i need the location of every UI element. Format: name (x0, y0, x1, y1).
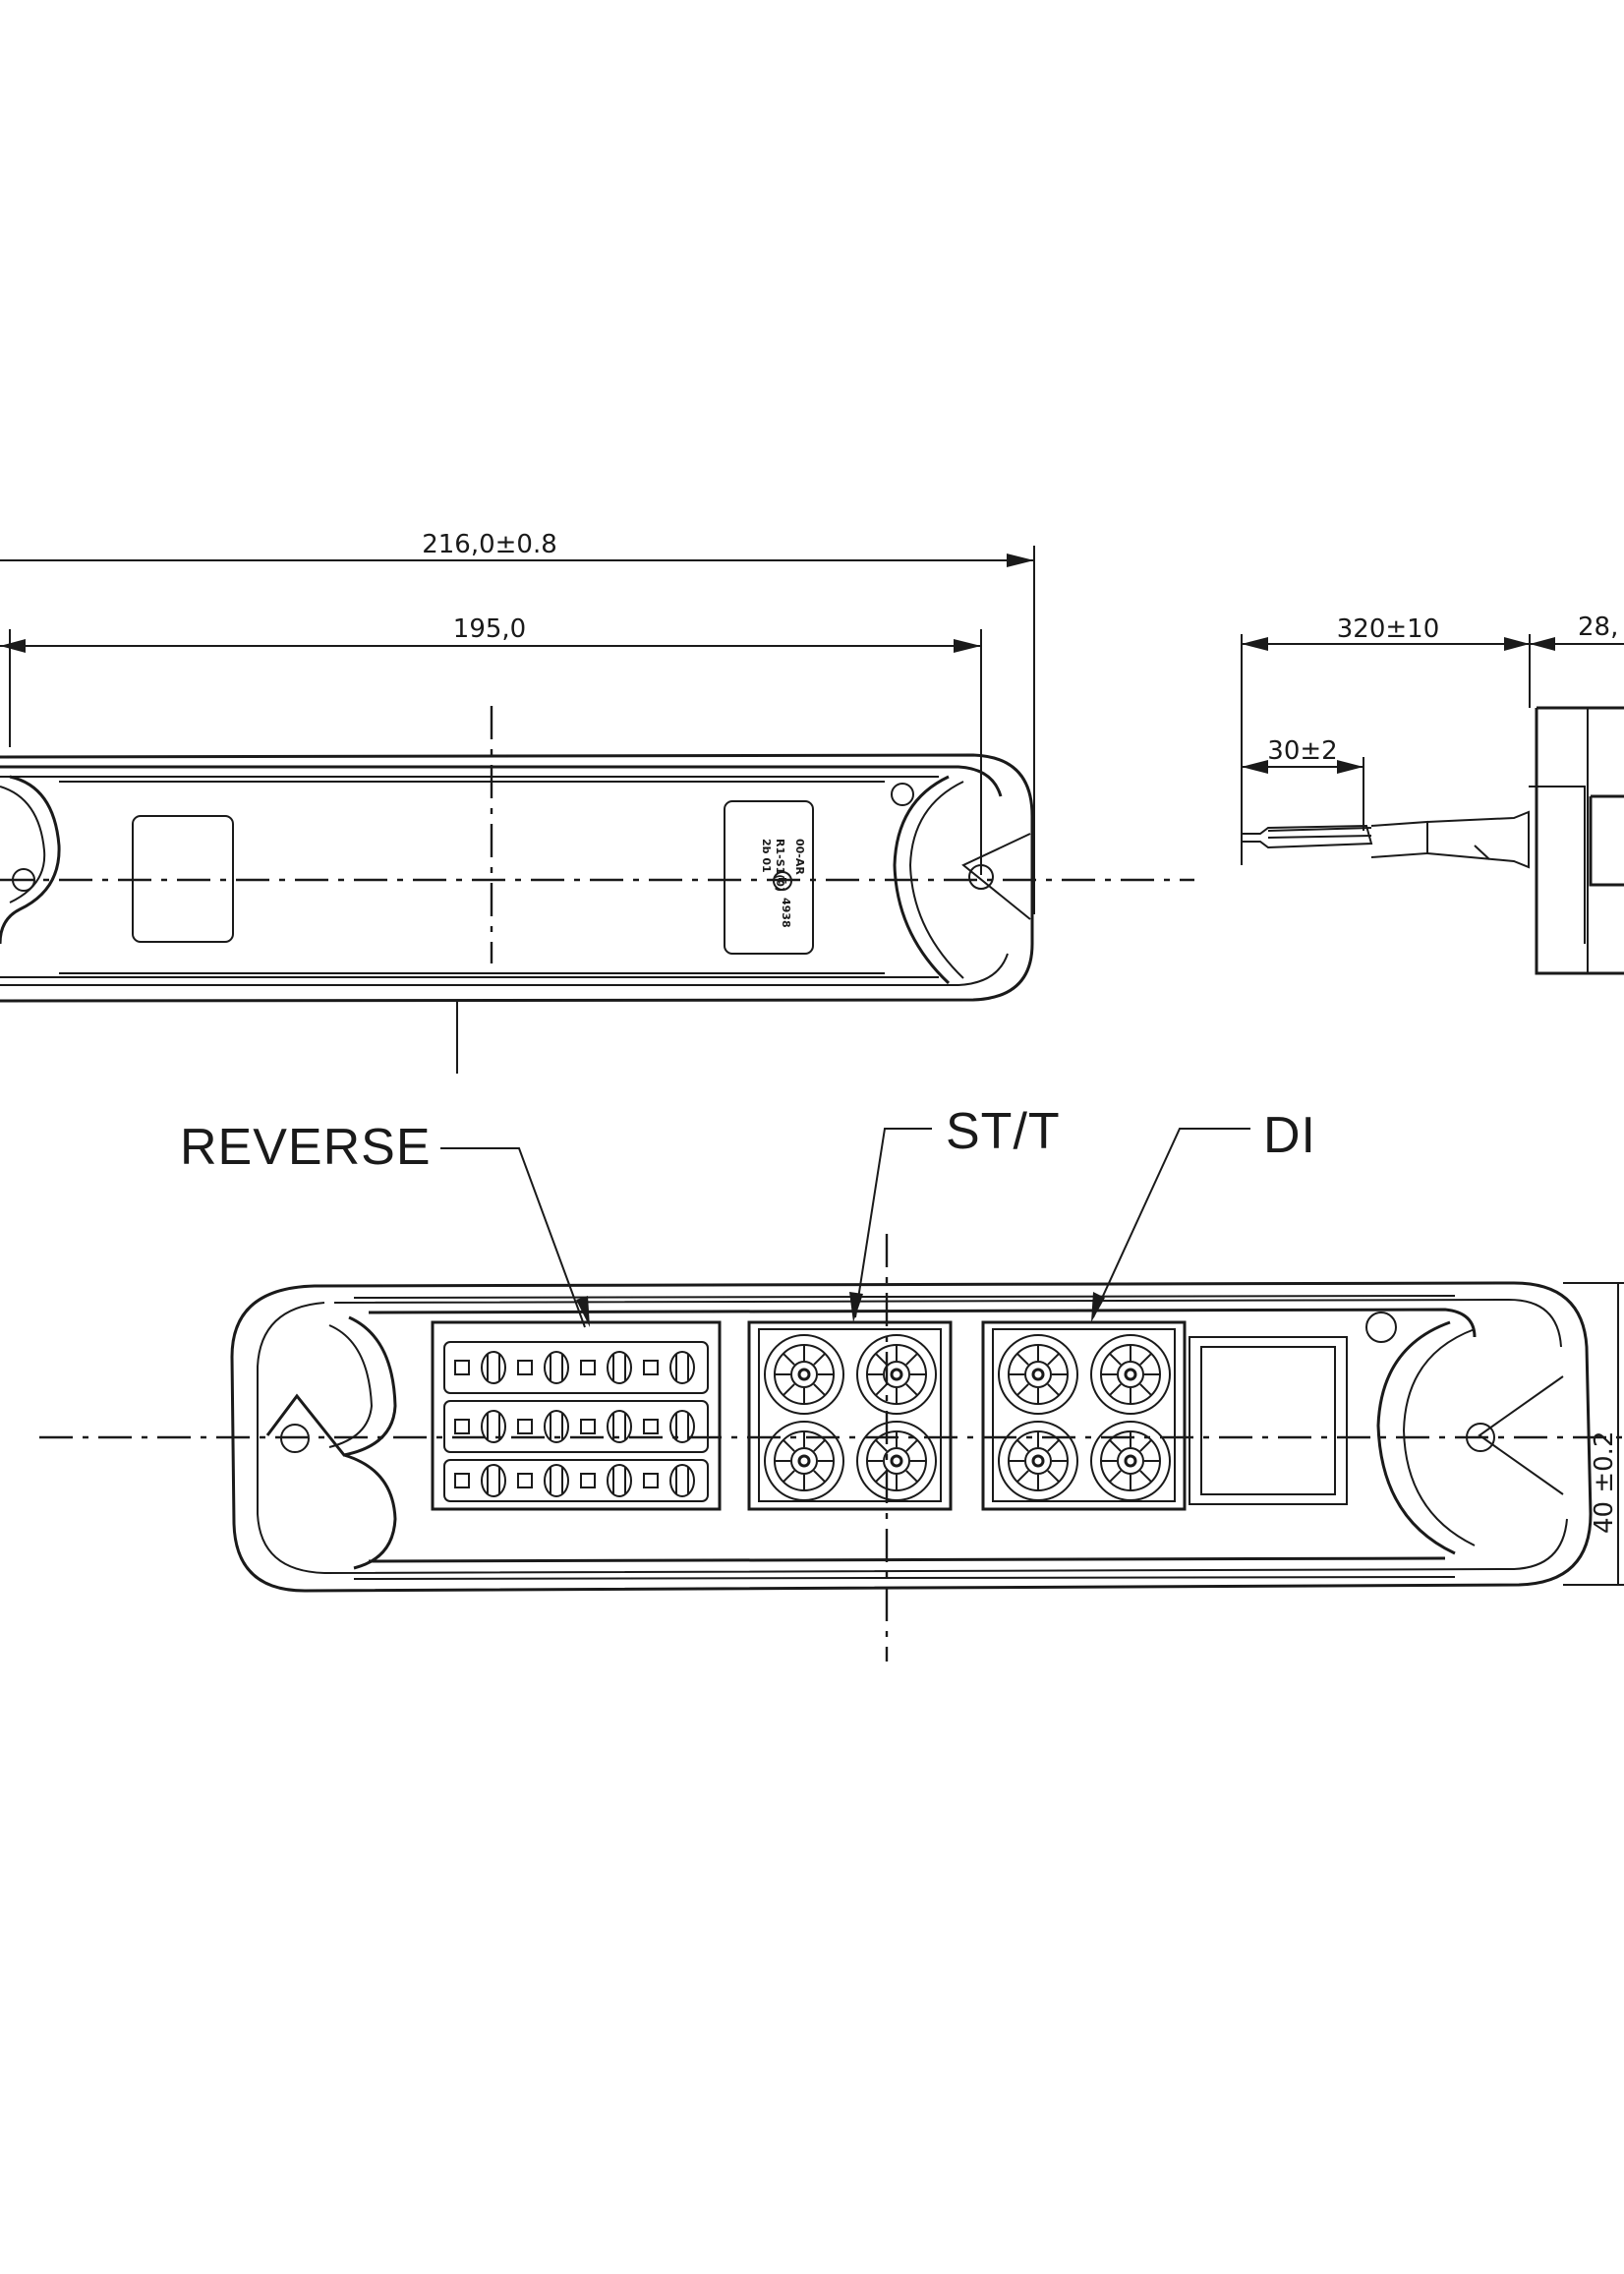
height-text: 40 ±0.2 (1590, 1431, 1619, 1534)
reverse-led-chip (643, 1473, 659, 1488)
reverse-led-chip (517, 1419, 533, 1434)
reverse-led-lens (669, 1464, 695, 1497)
reverse-led-lens (544, 1410, 569, 1443)
cable (1241, 810, 1530, 869)
cable-length-text: 320±10 (1337, 614, 1440, 644)
reverse-led-lens (607, 1464, 632, 1497)
depth-dimension: 28, (1529, 612, 1624, 708)
reverse-led-lens (669, 1410, 695, 1443)
reverse-led-chip (454, 1473, 470, 1488)
approval-line-1: 00-AR (793, 839, 806, 875)
approval-plate: 00-AR R1-S1(0) 2b 01 E 4938 (724, 800, 814, 955)
reverse-led-chip (580, 1360, 596, 1375)
reverse-led-grid (454, 1351, 695, 1497)
side-view: 320±10 28, 30±2 (1241, 612, 1624, 975)
reverse-led-lens (669, 1351, 695, 1384)
reverse-led-lens (607, 1351, 632, 1384)
approval-line-3: 2b 01 (760, 839, 773, 873)
top-housing-outline (0, 753, 1034, 1003)
reverse-led-chip (580, 1473, 596, 1488)
front-blank-panel (1189, 1336, 1348, 1505)
strip-length-text: 30±2 (1267, 736, 1337, 766)
overall-length-dimension: 216,0±0.8 (0, 530, 1035, 914)
stop-tail-led (856, 1334, 937, 1415)
reverse-led-chip (517, 1473, 533, 1488)
reverse-led-chip (580, 1419, 596, 1434)
reverse-led-lens (481, 1410, 506, 1443)
direction-indicator-led (1090, 1334, 1171, 1415)
right-mount-hole (968, 864, 994, 890)
direction-indicator-led-group (998, 1334, 1171, 1501)
reverse-led-chip (454, 1360, 470, 1375)
reverse-led-lens (481, 1464, 506, 1497)
stop-tail-led (856, 1421, 937, 1501)
direction-indicator-led (998, 1421, 1078, 1501)
front-view: REVERSE ST/T DI (39, 1103, 1624, 1662)
front-housing-outline (230, 1281, 1593, 1593)
stop-tail-led (764, 1334, 844, 1415)
approval-line-4: 4938 (780, 898, 792, 928)
hole-spacing-text: 195,0 (453, 614, 526, 644)
stop-tail-led (764, 1421, 844, 1501)
direction-indicator-label: DI (1263, 1107, 1316, 1164)
hole-spacing-dimension: 195,0 (0, 614, 982, 875)
reverse-module (431, 1320, 722, 1511)
direction-indicator-led (1090, 1421, 1171, 1501)
direction-indicator-module (981, 1320, 1187, 1511)
reverse-label: REVERSE (180, 1119, 432, 1176)
reverse-led-lens (544, 1464, 569, 1497)
height-dimension: 40 ±0.2 (1563, 1282, 1624, 1586)
reverse-led-lens (481, 1351, 506, 1384)
reverse-led-chip (643, 1360, 659, 1375)
direction-indicator-led (998, 1334, 1078, 1415)
stop-tail-module (747, 1320, 953, 1511)
overall-length-text: 216,0±0.8 (422, 530, 557, 559)
reverse-led-lens (544, 1351, 569, 1384)
top-housing-inner (0, 765, 1003, 797)
reverse-led-lens (607, 1410, 632, 1443)
strip-length-dimension: 30±2 (1242, 736, 1364, 831)
stop-tail-label: ST/T (946, 1103, 1061, 1160)
depth-text: 28, (1578, 612, 1618, 642)
reverse-led-chip (517, 1360, 533, 1375)
reverse-led-chip (454, 1419, 470, 1434)
approval-line-2: R1-S1(0) (774, 839, 786, 892)
reverse-led-chip (643, 1419, 659, 1434)
rear-body (1529, 706, 1624, 975)
cable-length-dimension: 320±10 (1241, 614, 1530, 865)
stop-tail-led-group (764, 1334, 937, 1501)
top-view: 216,0±0.8 195,0 (0, 530, 1194, 1074)
